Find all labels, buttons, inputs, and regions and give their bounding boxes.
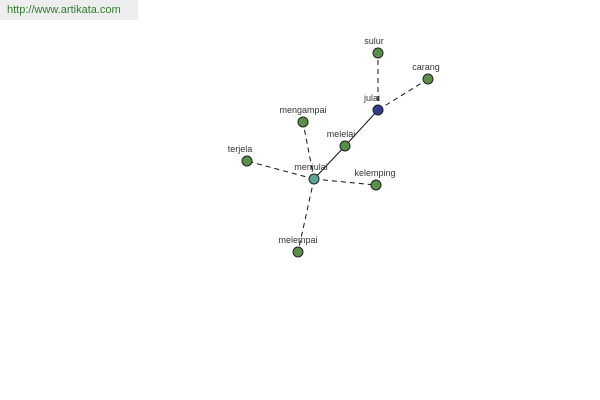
node-label-menjulai[interactable]: menjulai <box>294 162 328 172</box>
node-marker-melelai[interactable] <box>339 140 351 152</box>
node-label-melelai[interactable]: melelai <box>327 129 356 139</box>
node-melempai[interactable]: melempai <box>278 235 318 258</box>
edge-menjulai-terjela <box>246 160 315 180</box>
node-sulur[interactable]: sulur <box>364 36 384 59</box>
node-marker-kelemping[interactable] <box>370 179 382 191</box>
node-label-sulur[interactable]: sulur <box>364 36 384 46</box>
node-terjela[interactable]: terjela <box>228 144 253 167</box>
edge-julai-melelai <box>344 109 379 147</box>
node-marker-mengampai[interactable] <box>297 116 309 128</box>
node-julai[interactable]: julai <box>363 93 384 116</box>
node-label-carang[interactable]: carang <box>412 62 440 72</box>
node-label-kelemping[interactable]: kelemping <box>354 168 395 178</box>
node-marker-julai[interactable] <box>372 104 384 116</box>
node-marker-menjulai[interactable] <box>308 173 320 185</box>
node-label-melempai[interactable]: melempai <box>278 235 317 245</box>
node-melelai[interactable]: melelai <box>327 129 356 152</box>
nodes-layer: sulur carang julai mengampai melelai terjela m… <box>228 36 440 258</box>
edges-layer <box>246 53 429 253</box>
node-marker-terjela[interactable] <box>241 155 253 167</box>
node-label-terjela[interactable]: terjela <box>228 144 253 154</box>
edge-melelai-menjulai <box>313 145 346 180</box>
node-label-mengampai[interactable]: mengampai <box>279 105 326 115</box>
node-carang[interactable]: carang <box>412 62 440 85</box>
node-marker-carang[interactable] <box>422 73 434 85</box>
node-marker-melempai[interactable] <box>292 246 304 258</box>
edge-menjulai-melempai <box>297 178 315 253</box>
node-menjulai[interactable]: menjulai <box>294 162 328 185</box>
edge-menjulai-kelemping <box>313 178 377 186</box>
node-kelemping[interactable]: kelemping <box>354 168 396 191</box>
node-mengampai[interactable]: mengampai <box>279 105 327 128</box>
edge-julai-carang <box>377 78 429 111</box>
node-label-julai[interactable]: julai <box>363 93 380 103</box>
site-url-banner: http://www.artikata.com <box>0 0 138 20</box>
edge-menjulai-mengampai <box>302 121 315 180</box>
node-marker-sulur[interactable] <box>372 47 384 59</box>
